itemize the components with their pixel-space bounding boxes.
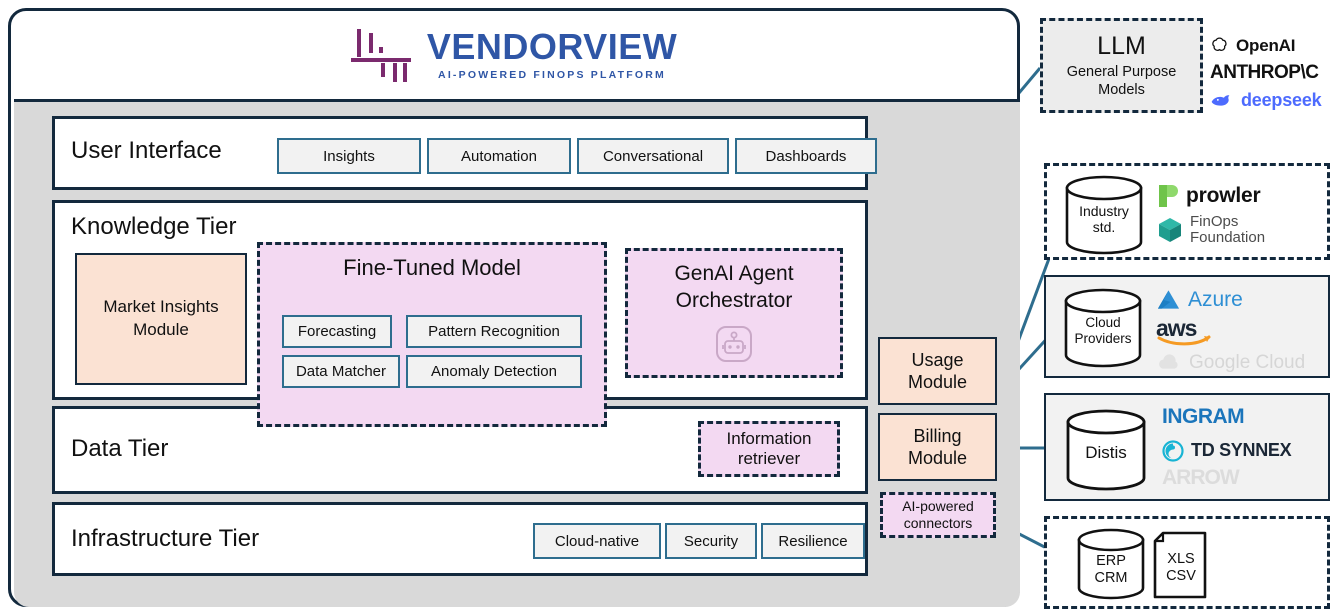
usage-module[interactable]: Usage Module <box>878 337 997 405</box>
fine-tuned-item-pattern-recognition[interactable]: Pattern Recognition <box>406 315 582 348</box>
aws-logo: aws <box>1156 315 1305 349</box>
ui-item-automation[interactable]: Automation <box>427 138 571 174</box>
erp-line-1: ERP <box>1096 553 1126 569</box>
deepseek-label: deepseek <box>1241 90 1322 110</box>
tier-user-interface: User Interface Insights Automation Conve… <box>52 116 877 190</box>
erp-line-2: CRM <box>1094 569 1128 586</box>
fine-tuned-item-data-matcher[interactable]: Data Matcher <box>282 355 400 388</box>
google-cloud-mark-icon <box>1159 354 1178 369</box>
genai-agent-orchestrator[interactable]: GenAI Agent Orchestrator <box>625 248 843 378</box>
industry-std-logos: prowler FinOps Foundation <box>1157 180 1265 248</box>
azure-label: Azure <box>1188 288 1243 311</box>
billing-module-line-1: Billing <box>913 425 962 446</box>
tier-title-infrastructure: Infrastructure Tier <box>71 525 260 552</box>
brand-name: VENDORVIEW <box>426 26 678 68</box>
google-cloud-label: Google Cloud <box>1189 352 1306 373</box>
prowler-mark-icon <box>1159 185 1178 207</box>
arrow-logo: ARROW <box>1162 466 1291 494</box>
infra-item-security[interactable]: Security <box>665 523 757 559</box>
openai-mark-icon <box>1212 37 1227 51</box>
billing-module-line-2: Module <box>907 448 968 468</box>
ui-item-dashboards[interactable]: Dashboards <box>735 138 877 174</box>
orchestrator-line-2: Orchestrator <box>675 289 793 312</box>
information-retriever-line-1: Information <box>726 428 812 448</box>
ai-connectors-line-2: connectors <box>903 515 973 531</box>
azure-logo: Azure <box>1156 285 1305 315</box>
tier-infrastructure: Infrastructure Tier Cloud-native Securit… <box>52 502 868 576</box>
fine-tuned-item-forecasting[interactable]: Forecasting <box>282 315 392 348</box>
tier-title-user-interface: User Interface <box>71 137 222 164</box>
finops-foundation-logo: FinOps Foundation <box>1157 212 1265 248</box>
anthropic-logo: ANTHROP\C <box>1210 59 1332 87</box>
industry-std-cylinder: Industry std. <box>1063 175 1145 255</box>
prowler-logo: prowler <box>1157 180 1265 212</box>
fine-tuned-model-block[interactable]: Fine-Tuned Model Forecasting Pattern Rec… <box>257 242 607 427</box>
td-synnex-mark-icon <box>1162 439 1184 462</box>
erp-crm-panel[interactable]: ERP CRM XLS CSV <box>1044 516 1330 609</box>
information-retriever[interactable]: Information retriever <box>698 421 840 477</box>
fine-tuned-item-anomaly-detection[interactable]: Anomaly Detection <box>406 355 582 388</box>
robot-icon <box>712 322 756 366</box>
industry-std-panel[interactable]: Industry std. prowler FinOps Foundation <box>1044 163 1330 260</box>
cloud-providers-cylinder: Cloud Providers <box>1062 288 1144 368</box>
distis-line-1: Distis <box>1085 443 1127 462</box>
deepseek-whale-icon <box>1211 95 1230 106</box>
deepseek-logo: deepseek <box>1210 87 1332 114</box>
arrow-label: ARROW <box>1162 466 1240 489</box>
ai-powered-connectors[interactable]: AI-powered connectors <box>880 492 996 538</box>
llm-subtitle-line-1: General Purpose <box>1066 63 1177 80</box>
finops-label-line-1: FinOps <box>1190 212 1239 230</box>
brand-tagline: AI-POWERED FINOPS PLATFORM <box>438 69 666 82</box>
ingram-logo: INGRAM <box>1162 405 1291 435</box>
industry-std-line-1: Industry <box>1079 203 1129 219</box>
openai-logo: OpenAI <box>1210 32 1332 59</box>
ui-item-conversational[interactable]: Conversational <box>577 138 729 174</box>
infra-item-cloud-native[interactable]: Cloud-native <box>533 523 661 559</box>
ingram-label: INGRAM <box>1162 405 1245 428</box>
distis-panel[interactable]: Distis INGRAM TD SYNNEX ARROW <box>1044 393 1330 501</box>
fine-tuned-model-title: Fine-Tuned Model <box>343 255 521 280</box>
cloud-providers-line-2: Providers <box>1074 330 1132 346</box>
ui-item-insights[interactable]: Insights <box>277 138 421 174</box>
llm-subtitle-line-2: Models <box>1098 82 1145 98</box>
td-synnex-label: TD SYNNEX <box>1191 440 1292 460</box>
erp-crm-cylinder: ERP CRM <box>1075 528 1147 601</box>
finops-label-line-2: Foundation <box>1190 229 1266 246</box>
tier-title-knowledge: Knowledge Tier <box>71 213 237 240</box>
td-synnex-logo: TD SYNNEX <box>1162 435 1292 466</box>
usage-module-line-2: Module <box>907 372 968 392</box>
azure-mark-icon <box>1157 290 1180 309</box>
prowler-label: prowler <box>1186 184 1261 207</box>
anthropic-label: ANTHROP\C <box>1210 62 1319 83</box>
tier-title-data: Data Tier <box>71 435 169 462</box>
infra-item-resilience[interactable]: Resilience <box>761 523 865 559</box>
llm-vendor-logos: OpenAI ANTHROP\C deepseek <box>1210 32 1332 116</box>
distis-logos: INGRAM TD SYNNEX ARROW <box>1162 405 1292 494</box>
google-cloud-logo: Google Cloud <box>1156 349 1305 377</box>
billing-module[interactable]: Billing Module <box>878 413 997 481</box>
distis-cylinder: Distis <box>1064 409 1148 491</box>
llm-box[interactable]: LLM General Purpose Models <box>1040 18 1203 113</box>
finops-cube-icon <box>1159 218 1181 242</box>
market-insights-module[interactable]: Market Insights Module <box>75 253 247 385</box>
market-insights-line-1: Market Insights <box>103 297 219 317</box>
aws-swoosh-icon <box>1157 335 1211 346</box>
ai-connectors-line-1: AI-powered <box>902 498 974 515</box>
cloud-providers-logos: Azure aws Google Cloud <box>1156 285 1305 377</box>
bar-mark-icon <box>350 27 413 83</box>
xls-csv-document-icon: XLS CSV <box>1153 531 1209 601</box>
usage-module-line-1: Usage <box>911 349 964 370</box>
cloud-providers-panel[interactable]: Cloud Providers Azure aws Google Cloud <box>1044 275 1330 378</box>
aws-label: aws <box>1156 315 1197 341</box>
csv-label: CSV <box>1166 567 1196 584</box>
xls-label: XLS <box>1167 551 1195 567</box>
market-insights-line-2: Module <box>133 320 189 339</box>
industry-std-line-2: std. <box>1092 219 1116 236</box>
llm-title: LLM <box>1097 31 1146 60</box>
information-retriever-line-2: retriever <box>737 449 801 468</box>
orchestrator-line-1: GenAI Agent <box>674 261 794 285</box>
openai-label: OpenAI <box>1236 35 1296 55</box>
brand-header: VENDORVIEW AI-POWERED FINOPS PLATFORM <box>11 11 1017 99</box>
cloud-providers-line-1: Cloud <box>1085 315 1121 330</box>
